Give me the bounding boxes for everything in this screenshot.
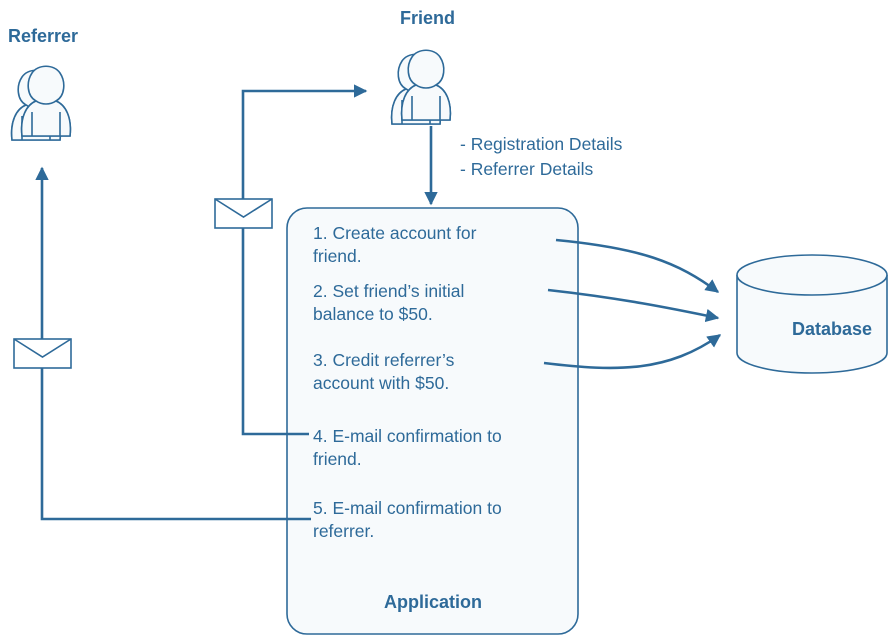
- referrer-label: Referrer: [8, 26, 78, 46]
- edge-step1-to-database: [555, 238, 720, 294]
- step-2-line-2: balance to $50.: [313, 304, 433, 324]
- step-3-line-1: 3. Credit referrer’s: [313, 350, 455, 370]
- friend-label: Friend: [400, 8, 455, 28]
- edge-step3-to-database: [543, 333, 722, 370]
- step-4-line-2: friend.: [313, 449, 362, 469]
- edge-step4-to-friend: [241, 84, 368, 436]
- envelope-icon: [13, 338, 72, 369]
- database-icon: [736, 254, 888, 374]
- database-label: Database: [792, 319, 872, 339]
- application-box: [286, 207, 579, 635]
- application-steps: 1. Create account for friend. 2. Set fri…: [313, 223, 502, 541]
- friend-note-line-2: - Referrer Details: [460, 159, 593, 179]
- step-5-line-1: 5. E-mail confirmation to: [313, 498, 502, 518]
- application-label: Application: [384, 592, 482, 612]
- step-3-line-2: account with $50.: [313, 373, 449, 393]
- step-1-line-1: 1. Create account for: [313, 223, 477, 243]
- friend-note-line-1: - Registration Details: [460, 134, 623, 154]
- step-2-line-1: 2. Set friend’s initial: [313, 281, 464, 301]
- step-1-line-2: friend.: [313, 246, 362, 266]
- envelope-icon: [214, 198, 273, 229]
- friend-person-icon: [390, 49, 452, 125]
- step-4-line-1: 4. E-mail confirmation to: [313, 426, 502, 446]
- step-5-line-2: referrer.: [313, 521, 374, 541]
- referrer-person-icon: [10, 65, 72, 141]
- edge-step2-to-database: [547, 288, 720, 323]
- edge-step5-to-referrer: [35, 166, 311, 521]
